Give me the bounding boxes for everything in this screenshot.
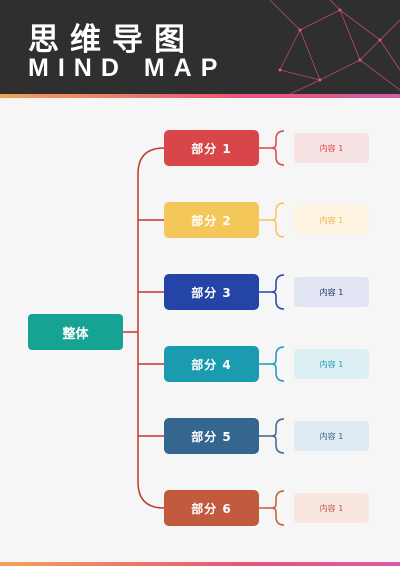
header-decoration bbox=[269, 0, 400, 94]
root-node[interactable]: 整体 bbox=[28, 314, 123, 350]
content-node-1[interactable]: 内容 1 bbox=[294, 133, 369, 163]
content-node-3[interactable]: 内容 1 bbox=[294, 277, 369, 307]
content-node-5[interactable]: 内容 1 bbox=[294, 421, 369, 451]
part-node-6[interactable]: 部分 6 bbox=[164, 490, 259, 526]
content-brace bbox=[271, 490, 285, 526]
content-brace bbox=[271, 274, 285, 310]
content-brace bbox=[271, 346, 285, 382]
content-brace bbox=[271, 202, 285, 238]
content-node-2[interactable]: 内容 1 bbox=[294, 205, 369, 235]
part-node-1[interactable]: 部分 1 bbox=[164, 130, 259, 166]
header-accent-bar bbox=[0, 94, 400, 98]
content-node-6[interactable]: 内容 1 bbox=[294, 493, 369, 523]
content-brace bbox=[271, 130, 285, 166]
footer-accent-bar bbox=[0, 562, 400, 566]
page-title: 思维导图 bbox=[28, 22, 196, 58]
part-node-5[interactable]: 部分 5 bbox=[164, 418, 259, 454]
content-node-4[interactable]: 内容 1 bbox=[294, 349, 369, 379]
part-node-4[interactable]: 部分 4 bbox=[164, 346, 259, 382]
part-node-3[interactable]: 部分 3 bbox=[164, 274, 259, 310]
main-bracket bbox=[137, 147, 165, 509]
part-node-2[interactable]: 部分 2 bbox=[164, 202, 259, 238]
content-brace bbox=[271, 418, 285, 454]
page-subtitle: MIND MAP bbox=[28, 54, 227, 82]
header: 思维导图 MIND MAP bbox=[0, 0, 400, 94]
